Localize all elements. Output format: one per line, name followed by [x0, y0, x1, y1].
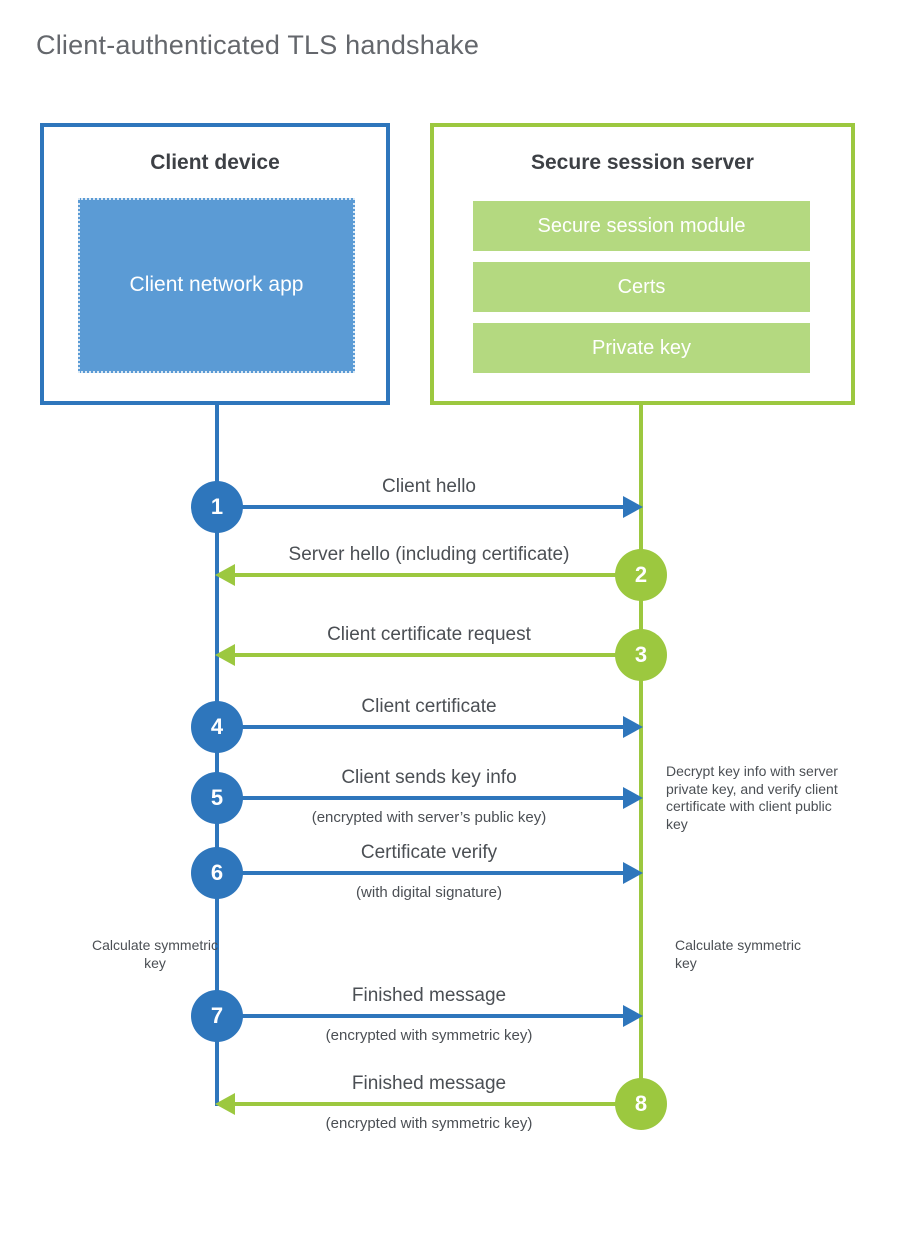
arrow-line [217, 796, 626, 800]
arrow-line [217, 1014, 626, 1018]
message-label: Client certificate [361, 696, 497, 717]
message-label: Finished message [351, 1073, 507, 1094]
arrow-left-icon [215, 1093, 235, 1115]
step-number-badge: 4 [191, 701, 243, 753]
arrow-right-icon [623, 496, 643, 518]
arrow-left-icon [215, 644, 235, 666]
message-sublabel: (encrypted with server’s public key) [311, 809, 547, 826]
secure-session-server-box: Secure session server Secure session mod… [430, 123, 855, 405]
message-label: Certificate verify [360, 842, 498, 863]
client-network-app-label: Client network app [129, 273, 304, 297]
page-title: Client-authenticated TLS handshake [36, 30, 480, 60]
arrow-right-icon [623, 716, 643, 738]
step-number-badge: 3 [615, 629, 667, 681]
secure-session-server-title: Secure session server [531, 151, 754, 174]
calculate-symmetric-key-note-server: Calculate symmetric key [675, 937, 802, 971]
server-module-private-key: Private key [473, 323, 810, 373]
arrow-line [232, 653, 641, 657]
step-number-badge: 7 [191, 990, 243, 1042]
step-number-badge: 1 [191, 481, 243, 533]
step-number-badge: 5 [191, 772, 243, 824]
server-lifeline [639, 405, 643, 1105]
message-label: Client hello [382, 476, 476, 497]
arrow-line [217, 505, 626, 509]
arrow-line [217, 871, 626, 875]
message-label: Finished message [351, 985, 507, 1006]
step-number-badge: 2 [615, 549, 667, 601]
calculate-symmetric-key-note-client: Calculate symmetric key [91, 937, 219, 971]
server-module-certs: Certs [473, 262, 810, 312]
decrypt-key-note: Decrypt key info with server private key… [666, 763, 838, 832]
message-sublabel: (encrypted with symmetric key) [325, 1027, 533, 1044]
step-number-badge: 6 [191, 847, 243, 899]
client-device-box: Client device Client network app [40, 123, 390, 405]
arrow-right-icon [623, 862, 643, 884]
arrow-line [232, 573, 641, 577]
client-device-title: Client device [150, 151, 280, 174]
server-module-secure-session: Secure session module [473, 201, 810, 251]
client-lifeline [215, 405, 219, 1106]
arrow-right-icon [623, 1005, 643, 1027]
arrow-right-icon [623, 787, 643, 809]
arrow-line [232, 1102, 641, 1106]
message-sublabel: (encrypted with symmetric key) [325, 1115, 533, 1132]
client-network-app-box: Client network app [78, 198, 355, 373]
step-number-badge: 8 [615, 1078, 667, 1130]
arrow-left-icon [215, 564, 235, 586]
message-label: Server hello (including certificate) [288, 544, 570, 565]
message-label: Client sends key info [341, 767, 517, 788]
message-sublabel: (with digital signature) [356, 884, 502, 901]
arrow-line [217, 725, 626, 729]
message-label: Client certificate request [327, 624, 531, 645]
